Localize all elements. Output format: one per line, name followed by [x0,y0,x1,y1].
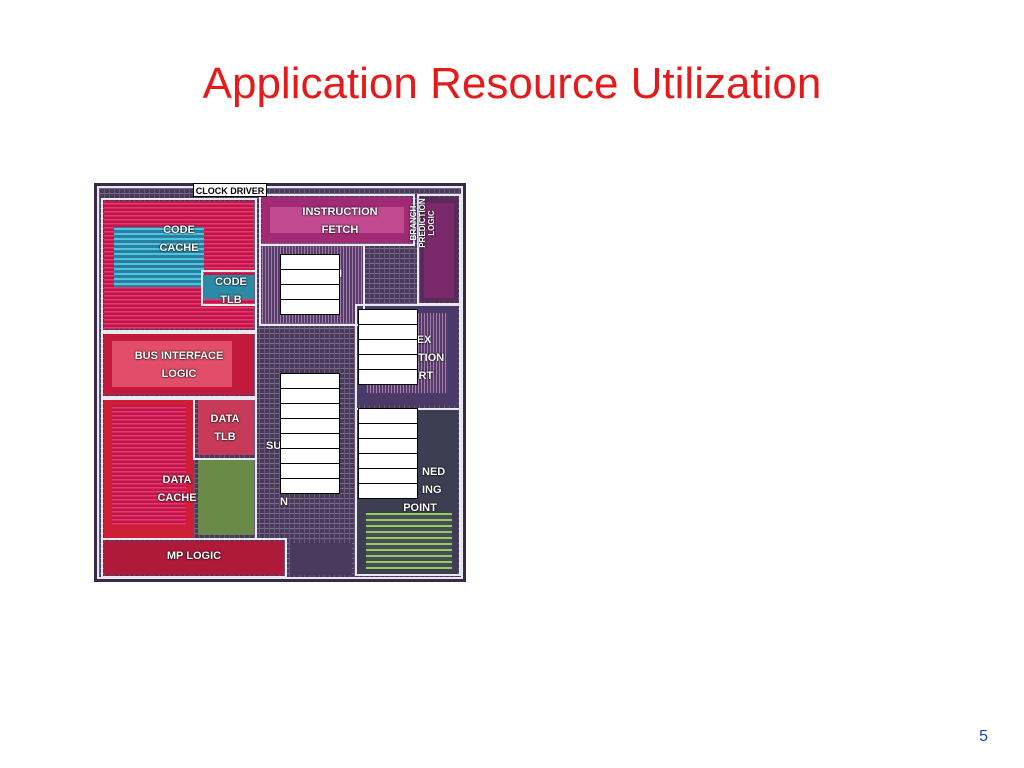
utilization-cell [358,369,418,385]
floating-point-label-line1: NED [422,466,446,478]
bus-interface-label-line2: LOGIC [161,368,197,380]
utilization-stack-floating [358,408,418,499]
utilization-cell [280,284,340,300]
instruction-fetch-label-line1: INSTRUCTION [302,206,378,218]
data-cache-label-line1: DATA [162,474,192,486]
branch-prediction-label-line2: PREDICTION [418,198,427,248]
utilization-cell [280,463,340,479]
instruction-fetch-label-line2: FETCH [321,224,359,236]
utilization-cell [280,388,340,404]
utilization-cell [358,423,418,439]
page-number: 5 [979,728,988,745]
utilization-cell [358,438,418,454]
code-cache-label: CODE CACHE [144,221,214,257]
utilization-cell [358,483,418,499]
utilization-cell [358,354,418,370]
utilization-cell [358,324,418,340]
utilization-cell [280,448,340,464]
code-tlb-label: CODE TLB [206,273,256,309]
code-tlb-label-line1: CODE [215,276,247,288]
utilization-cell [358,339,418,355]
utilization-stack-superscalar [280,373,340,494]
instruction-fetch-label: INSTRUCTION FETCH [290,203,390,239]
complex-instruction-label-line2: CTION [410,352,445,364]
data-cache-label: DATA CACHE [142,471,212,507]
floating-point-label-line2: ING [422,484,442,496]
utilization-cell [280,433,340,449]
branch-prediction-label: BRANCH PREDICTION LOGIC [409,193,436,253]
code-tlb-label-line2: TLB [220,294,242,306]
utilization-cell [358,309,418,325]
utilization-cell [280,299,340,315]
utilization-cell [280,478,340,494]
branch-prediction-label-line1: BRANCH [409,205,418,241]
bus-interface-label-line1: BUS INTERFACE [134,350,224,362]
utilization-cell [358,408,418,424]
utilization-cell [280,269,340,285]
superscalar-label-line2: N [280,496,288,508]
bus-interface-label: BUS INTERFACE LOGIC [114,347,244,383]
utilization-cell [280,403,340,419]
data-cache-label-line2: CACHE [157,492,197,504]
utilization-cell [280,373,340,389]
data-tlb-label-line1: DATA [210,413,240,425]
slide-title: Application Resource Utilization [202,59,822,108]
clock-driver-label: CLOCK DRIVER [193,183,267,197]
utilization-cell [280,418,340,434]
code-cache-label-line1: CODE [163,224,195,236]
utilization-cell [280,254,340,270]
mp-logic-label: MP LOGIC [166,550,222,562]
code-cache-label-line2: CACHE [159,242,199,254]
data-tlb-label: DATA TLB [200,410,250,446]
data-tlb-label-line2: TLB [214,431,236,443]
branch-prediction-label-line3: LOGIC [427,210,436,236]
utilization-stack-decode [280,254,340,315]
utilization-cell [358,453,418,469]
floating-point-label: NED ING POINT [390,463,450,517]
utilization-cell [358,468,418,484]
utilization-stack-complex [358,309,418,385]
floating-point-label-line3: POINT [403,502,437,514]
